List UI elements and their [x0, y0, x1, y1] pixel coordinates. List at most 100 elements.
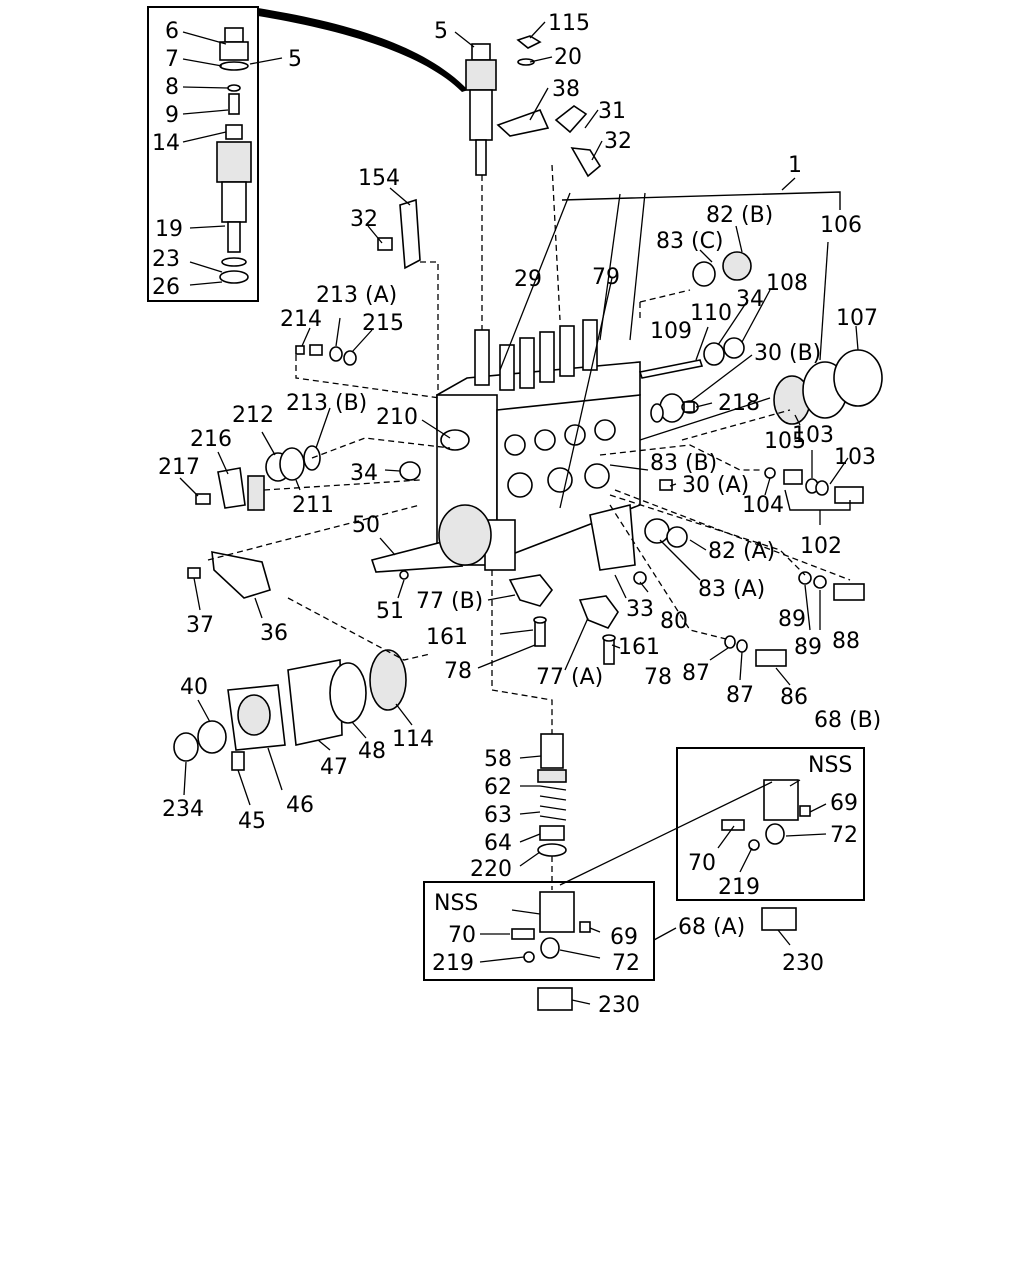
- label-72-upper: 72: [830, 823, 858, 848]
- label-218: 218: [718, 391, 760, 416]
- label-234: 234: [162, 797, 204, 822]
- label-83a: 83 (A): [698, 577, 765, 602]
- label-29: 29: [514, 267, 542, 292]
- label-48: 48: [358, 739, 386, 764]
- label-80: 80: [660, 609, 688, 634]
- label-77a: 77 (A): [536, 665, 603, 690]
- label-82a: 82 (A): [708, 539, 775, 564]
- label-nss-lower: NSS: [434, 891, 478, 916]
- label-40: 40: [180, 675, 208, 700]
- label-219-upper: 219: [718, 875, 760, 900]
- label-83c: 83 (C): [656, 229, 724, 254]
- label-161-a: 161: [426, 625, 468, 650]
- label-217: 217: [158, 455, 200, 480]
- label-213a: 213 (A): [316, 283, 397, 308]
- label-219-lower: 219: [432, 951, 474, 976]
- label-115: 115: [548, 11, 590, 36]
- nss-box-68a: [423, 881, 655, 1011]
- label-106: 106: [820, 213, 862, 238]
- label-211: 211: [292, 493, 334, 518]
- label-19: 19: [155, 217, 183, 242]
- label-33: 33: [626, 597, 654, 622]
- label-69-upper: 69: [830, 791, 858, 816]
- label-26: 26: [152, 275, 180, 300]
- label-102: 102: [800, 534, 842, 559]
- label-70-lower: 70: [448, 923, 476, 948]
- label-110: 110: [690, 301, 732, 326]
- label-36: 36: [260, 621, 288, 646]
- label-77b: 77 (B): [416, 589, 483, 614]
- upper-components: [377, 35, 602, 270]
- label-107: 107: [836, 306, 878, 331]
- label-104: 104: [742, 493, 784, 518]
- label-103-b: 103: [834, 445, 876, 470]
- label-88: 88: [832, 629, 860, 654]
- label-103-a: 103: [792, 423, 834, 448]
- label-63: 63: [484, 803, 512, 828]
- label-82b: 82 (B): [706, 203, 773, 228]
- label-46: 46: [286, 793, 314, 818]
- label-105: 105: [764, 429, 806, 454]
- label-34-right: 34: [736, 287, 764, 312]
- label-86: 86: [780, 685, 808, 710]
- nss-box-68b: [676, 747, 865, 931]
- label-34-left: 34: [350, 461, 378, 486]
- label-108: 108: [766, 271, 808, 296]
- assembly-lines: [207, 164, 851, 890]
- label-6: 6: [165, 19, 179, 44]
- label-220: 220: [470, 857, 512, 882]
- label-14: 14: [152, 131, 180, 156]
- right-side-parts: [633, 251, 883, 667]
- label-230-upper: 230: [782, 951, 824, 976]
- label-38: 38: [552, 77, 580, 102]
- label-5-inset: 5: [288, 47, 302, 72]
- label-30a: 30 (A): [682, 473, 749, 498]
- label-32-mid: 32: [350, 207, 378, 232]
- label-62: 62: [484, 775, 512, 800]
- label-215: 215: [362, 311, 404, 336]
- label-30b: 30 (B): [754, 341, 821, 366]
- label-5-top: 5: [434, 19, 448, 44]
- label-68a: 68 (A): [678, 915, 745, 940]
- label-87-b: 87: [726, 683, 754, 708]
- label-20: 20: [554, 45, 582, 70]
- label-87-a: 87: [682, 661, 710, 686]
- label-7: 7: [165, 47, 179, 72]
- label-216: 216: [190, 427, 232, 452]
- leader-lines: [179, 21, 859, 1005]
- label-37: 37: [186, 613, 214, 638]
- label-210: 210: [376, 405, 418, 430]
- label-78-a: 78: [444, 659, 472, 684]
- label-69-lower: 69: [610, 925, 638, 950]
- label-214: 214: [280, 307, 322, 332]
- label-154: 154: [358, 166, 400, 191]
- label-89-b: 89: [794, 635, 822, 660]
- label-31: 31: [598, 99, 626, 124]
- label-79: 79: [592, 265, 620, 290]
- tappet-stack: [537, 733, 567, 857]
- part-labels: 115 5 20 38 31 32 6 7 5 8 9 14 19 23 26 …: [152, 11, 881, 1018]
- label-230-lower: 230: [598, 993, 640, 1018]
- label-70-upper: 70: [688, 851, 716, 876]
- label-23: 23: [152, 247, 180, 272]
- label-51: 51: [376, 599, 404, 624]
- label-47: 47: [320, 755, 348, 780]
- label-64: 64: [484, 831, 512, 856]
- label-68b: 68 (B): [814, 708, 881, 733]
- drive-end-parts: [173, 574, 619, 771]
- left-side-parts: [187, 344, 492, 599]
- label-83b: 83 (B): [650, 451, 717, 476]
- label-114: 114: [392, 727, 434, 752]
- label-212: 212: [232, 403, 274, 428]
- label-161-b: 161: [618, 635, 660, 660]
- label-32-top: 32: [604, 129, 632, 154]
- label-89-a: 89: [778, 607, 806, 632]
- label-213b: 213 (B): [286, 391, 367, 416]
- label-45: 45: [238, 809, 266, 834]
- label-9: 9: [165, 103, 179, 128]
- label-1: 1: [788, 153, 802, 178]
- label-78-b: 78: [644, 665, 672, 690]
- label-8: 8: [165, 75, 179, 100]
- label-nss-upper: NSS: [808, 753, 852, 778]
